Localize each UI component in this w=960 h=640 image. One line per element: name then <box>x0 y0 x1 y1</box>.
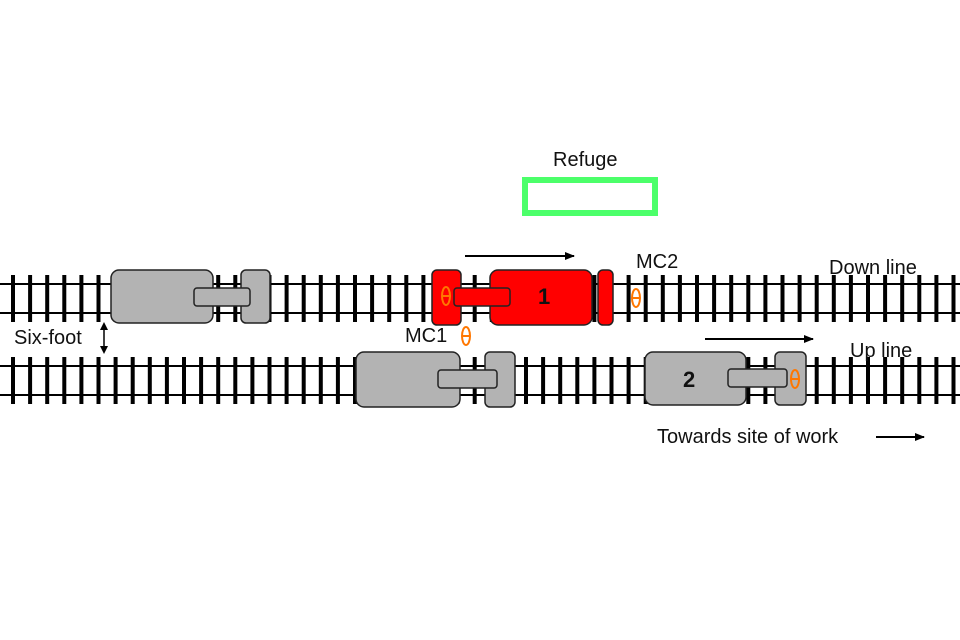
up-line-label: Up line <box>850 340 913 362</box>
train-1-number: 1 <box>538 284 551 309</box>
mc2-label: MC2 <box>636 251 679 273</box>
six-foot-label: Six-foot <box>14 327 82 349</box>
lookout-marker-icon <box>441 286 451 306</box>
six-foot-arrow-down-head <box>100 346 108 354</box>
lookout-marker-icon <box>790 369 800 389</box>
machine-up-line-left[interactable] <box>355 351 516 408</box>
train-2[interactable] <box>644 351 807 406</box>
lookout-marker-icon <box>631 288 641 308</box>
mc1-label: MC1 <box>405 325 448 347</box>
towards-site-label: Towards site of work <box>657 426 839 448</box>
refuge-box <box>522 177 658 216</box>
train-1[interactable] <box>431 269 614 326</box>
six-foot-arrow-up-head <box>100 322 108 330</box>
lookout-marker-icon <box>461 326 471 346</box>
refuge-label: Refuge <box>553 149 618 171</box>
machine-down-line-left[interactable] <box>110 269 271 324</box>
train-2-number: 2 <box>683 367 696 392</box>
down-line-label: Down line <box>829 257 917 279</box>
